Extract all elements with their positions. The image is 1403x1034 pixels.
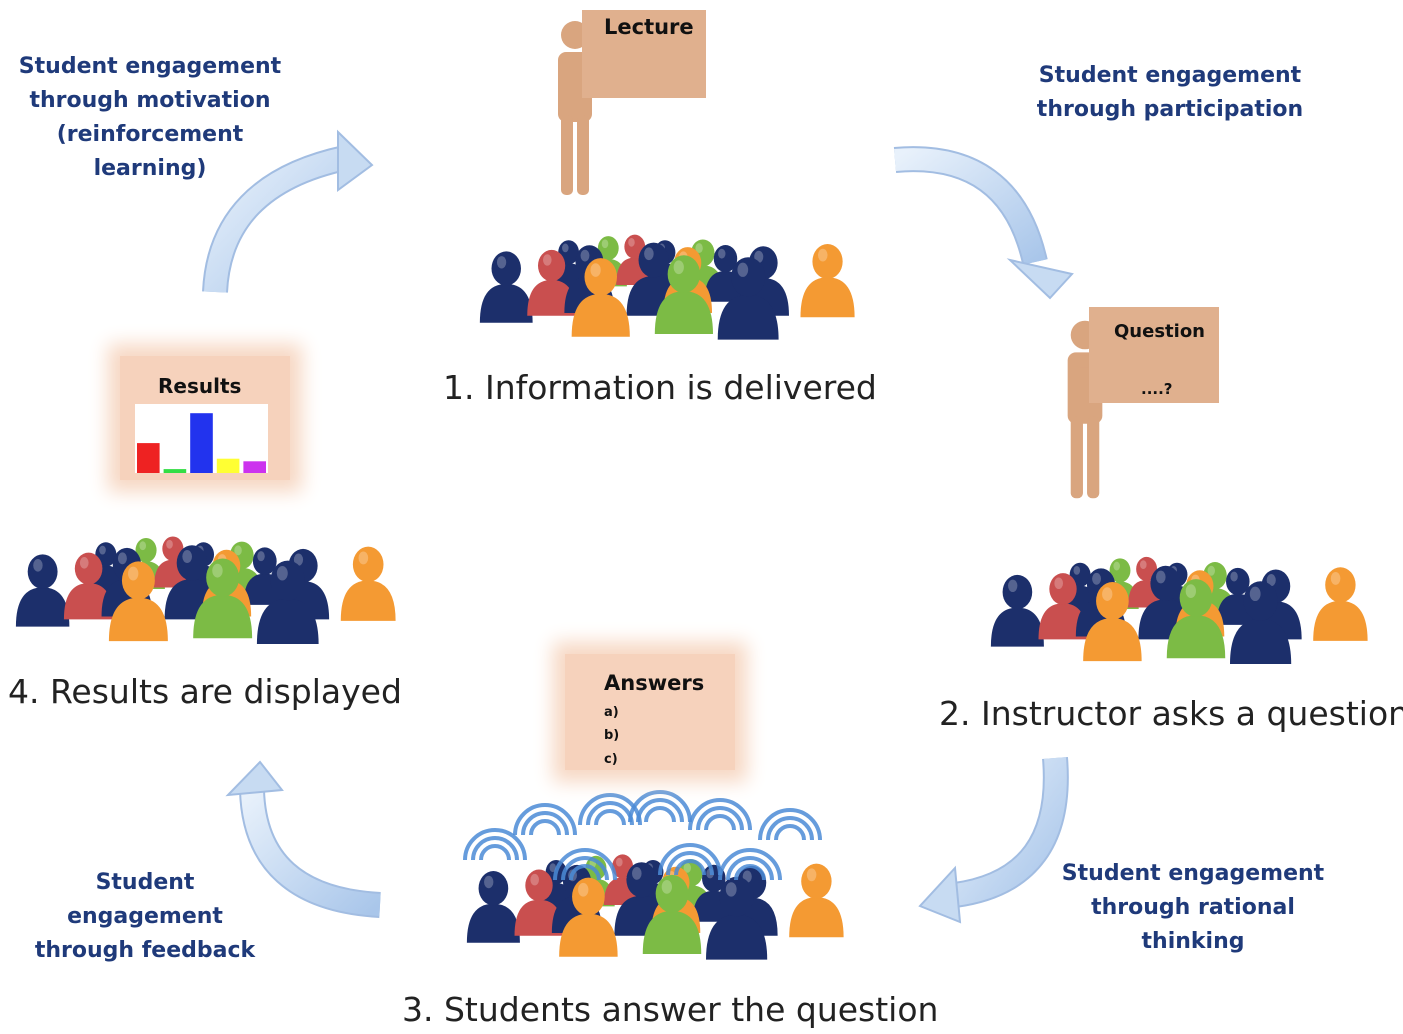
engagement-motivation-label: Student engagement through motivation (r… xyxy=(0,50,300,186)
person-icon xyxy=(1216,567,1259,625)
lecture-board xyxy=(582,10,706,98)
person-icon xyxy=(63,552,114,620)
engagement-rational-line-1: Student engagement xyxy=(1061,861,1325,886)
person-icon xyxy=(479,251,533,323)
answer-option-a: a) xyxy=(604,705,619,720)
arrow-motivation xyxy=(202,129,374,293)
signal-wave-icon xyxy=(658,843,722,876)
audience-step-1 xyxy=(479,234,855,340)
question-board xyxy=(1089,307,1219,403)
person-icon xyxy=(340,546,396,621)
person-icon xyxy=(559,877,618,957)
person-icon xyxy=(1230,581,1292,665)
person-icon xyxy=(108,561,168,642)
engagement-motivation-line-3: (reinforcement learning) xyxy=(56,122,244,181)
results-bar xyxy=(190,413,213,473)
step-3-caption: 3. Students answer the question xyxy=(402,990,939,1029)
arrow-feedback xyxy=(225,760,381,918)
signal-wave-icon xyxy=(688,798,752,831)
engagement-feedback-label: Student engagement through feedback xyxy=(14,866,276,968)
person-icon xyxy=(1083,582,1142,662)
question-board-mark: ....? xyxy=(1141,380,1173,398)
engagement-rational-label: Student engagement through rational thin… xyxy=(1040,857,1346,959)
signal-wave-icon xyxy=(513,803,577,836)
engagement-motivation-line-1: Student engagement xyxy=(18,54,282,79)
results-bar xyxy=(136,443,160,473)
person-icon xyxy=(193,558,253,639)
results-bar xyxy=(163,469,187,473)
engagement-feedback-line-2: through feedback xyxy=(34,938,256,963)
person-icon xyxy=(514,869,564,936)
audience-step-2 xyxy=(990,556,1368,665)
answers-panel-title: Answers xyxy=(604,671,705,695)
results-bar xyxy=(243,461,267,473)
signal-wave-icon xyxy=(758,808,822,841)
engagement-participation-line-2: through participation xyxy=(1036,97,1304,122)
person-icon xyxy=(527,249,576,316)
signal-wave-icon xyxy=(463,828,527,861)
person-icon xyxy=(571,258,630,337)
person-icon xyxy=(654,255,713,334)
results-bar-chart xyxy=(135,404,268,473)
person-icon xyxy=(164,545,220,620)
results-panel-title: Results xyxy=(158,374,242,398)
engagement-motivation-line-2: through motivation xyxy=(29,88,271,113)
person-icon xyxy=(642,874,702,954)
step-1-caption: 1. Information is delivered xyxy=(443,368,877,407)
person-icon xyxy=(717,257,779,340)
person-icon xyxy=(1166,579,1226,659)
signal-wave-icon xyxy=(718,848,782,881)
engagement-participation-line-1: Student engagement xyxy=(1038,63,1302,88)
results-bar xyxy=(216,458,240,473)
person-icon xyxy=(990,574,1044,647)
person-icon xyxy=(466,871,520,943)
answer-option-b: b) xyxy=(604,728,620,743)
lecture-board-title: Lecture xyxy=(604,15,694,39)
person-icon xyxy=(1038,573,1088,640)
answers-panel xyxy=(565,654,735,770)
arrow-participation xyxy=(893,146,1074,300)
engagement-feedback-line-1: Student engagement xyxy=(67,870,223,929)
person-icon xyxy=(15,554,70,627)
person-icon xyxy=(614,862,669,936)
engagement-participation-label: Student engagement through participation xyxy=(1030,59,1310,127)
person-icon xyxy=(256,560,319,645)
step-2-caption: 2. Instructor asks a question xyxy=(939,694,1403,733)
question-board-title: Question xyxy=(1114,321,1205,342)
step-4-caption: 4. Results are displayed xyxy=(8,672,402,711)
answer-option-c: c) xyxy=(604,752,618,767)
person-icon xyxy=(1138,565,1193,640)
arrow-rational-thinking xyxy=(918,756,1069,924)
person-icon xyxy=(1313,567,1368,641)
person-icon xyxy=(706,876,768,960)
signal-wave-icon xyxy=(628,790,692,823)
engagement-rational-line-2: through rational thinking xyxy=(1091,895,1295,954)
audience-step-4 xyxy=(15,536,396,645)
person-icon xyxy=(800,243,855,318)
audience-step-3 xyxy=(466,854,844,960)
signal-wave-icon xyxy=(553,848,617,881)
person-icon xyxy=(789,863,844,938)
